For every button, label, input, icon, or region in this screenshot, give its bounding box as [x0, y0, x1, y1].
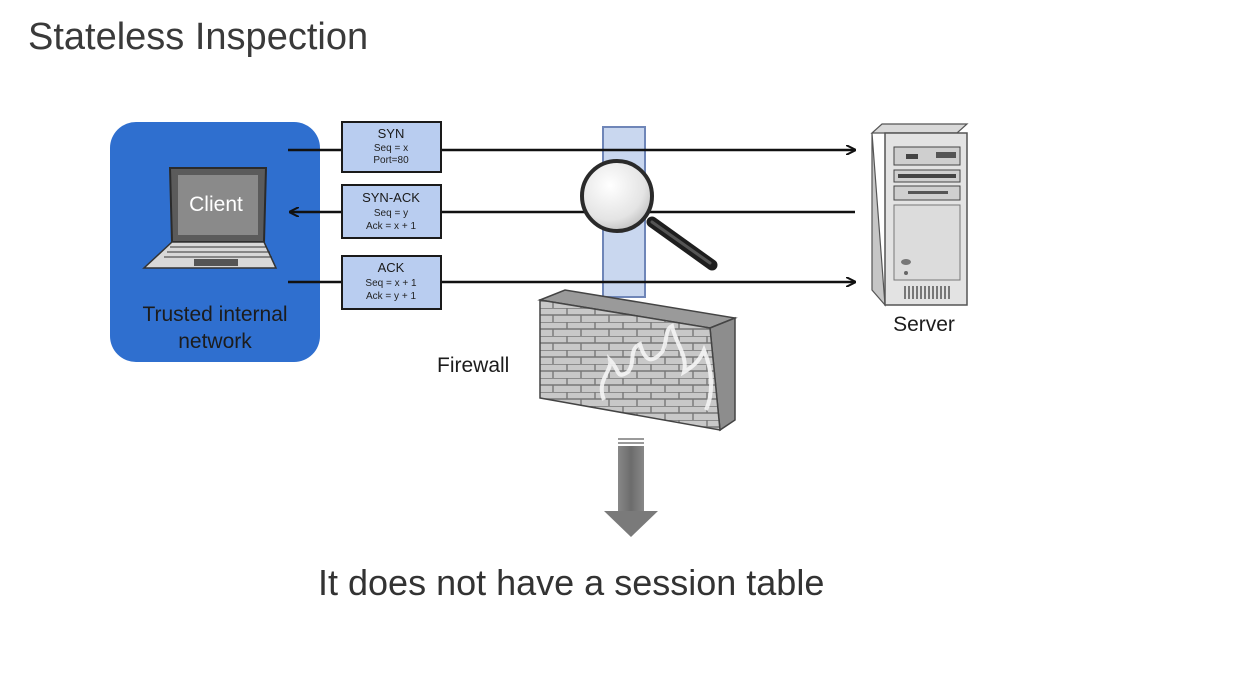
server-icon	[870, 123, 969, 307]
packet-ack-name: ACK	[378, 260, 405, 275]
packet-syn-line-1: Seq = x	[374, 143, 408, 154]
packet-syn-ack: SYN-ACK Seq = y Ack = x + 1	[341, 184, 442, 239]
server-label: Server	[893, 313, 955, 336]
packet-syn-ack-name: SYN-ACK	[362, 190, 420, 205]
caption: It does not have a session table	[318, 562, 825, 603]
network-label-line-2: network	[178, 330, 252, 353]
down-arrow-icon	[604, 438, 658, 537]
firewall-wall-icon	[537, 289, 738, 432]
firewall-label: Firewall	[437, 354, 509, 377]
packet-syn-ack-line-1: Seq = y	[374, 208, 408, 219]
packet-ack: ACK Seq = x + 1 Ack = y + 1	[341, 255, 442, 310]
packet-ack-line-2: Ack = y + 1	[366, 291, 416, 302]
client-label: Client	[189, 193, 243, 216]
packet-syn-ack-line-2: Ack = x + 1	[366, 221, 416, 232]
packet-syn: SYN Seq = x Port=80	[341, 121, 442, 173]
magnifier-icon	[580, 159, 718, 271]
packet-syn-name: SYN	[378, 126, 405, 141]
network-label-line-1: Trusted internal	[142, 303, 287, 326]
laptop-icon	[142, 167, 278, 269]
packet-syn-line-2: Port=80	[373, 155, 409, 166]
packet-ack-line-1: Seq = x + 1	[365, 278, 417, 289]
slide-title: Stateless Inspection	[28, 16, 369, 58]
